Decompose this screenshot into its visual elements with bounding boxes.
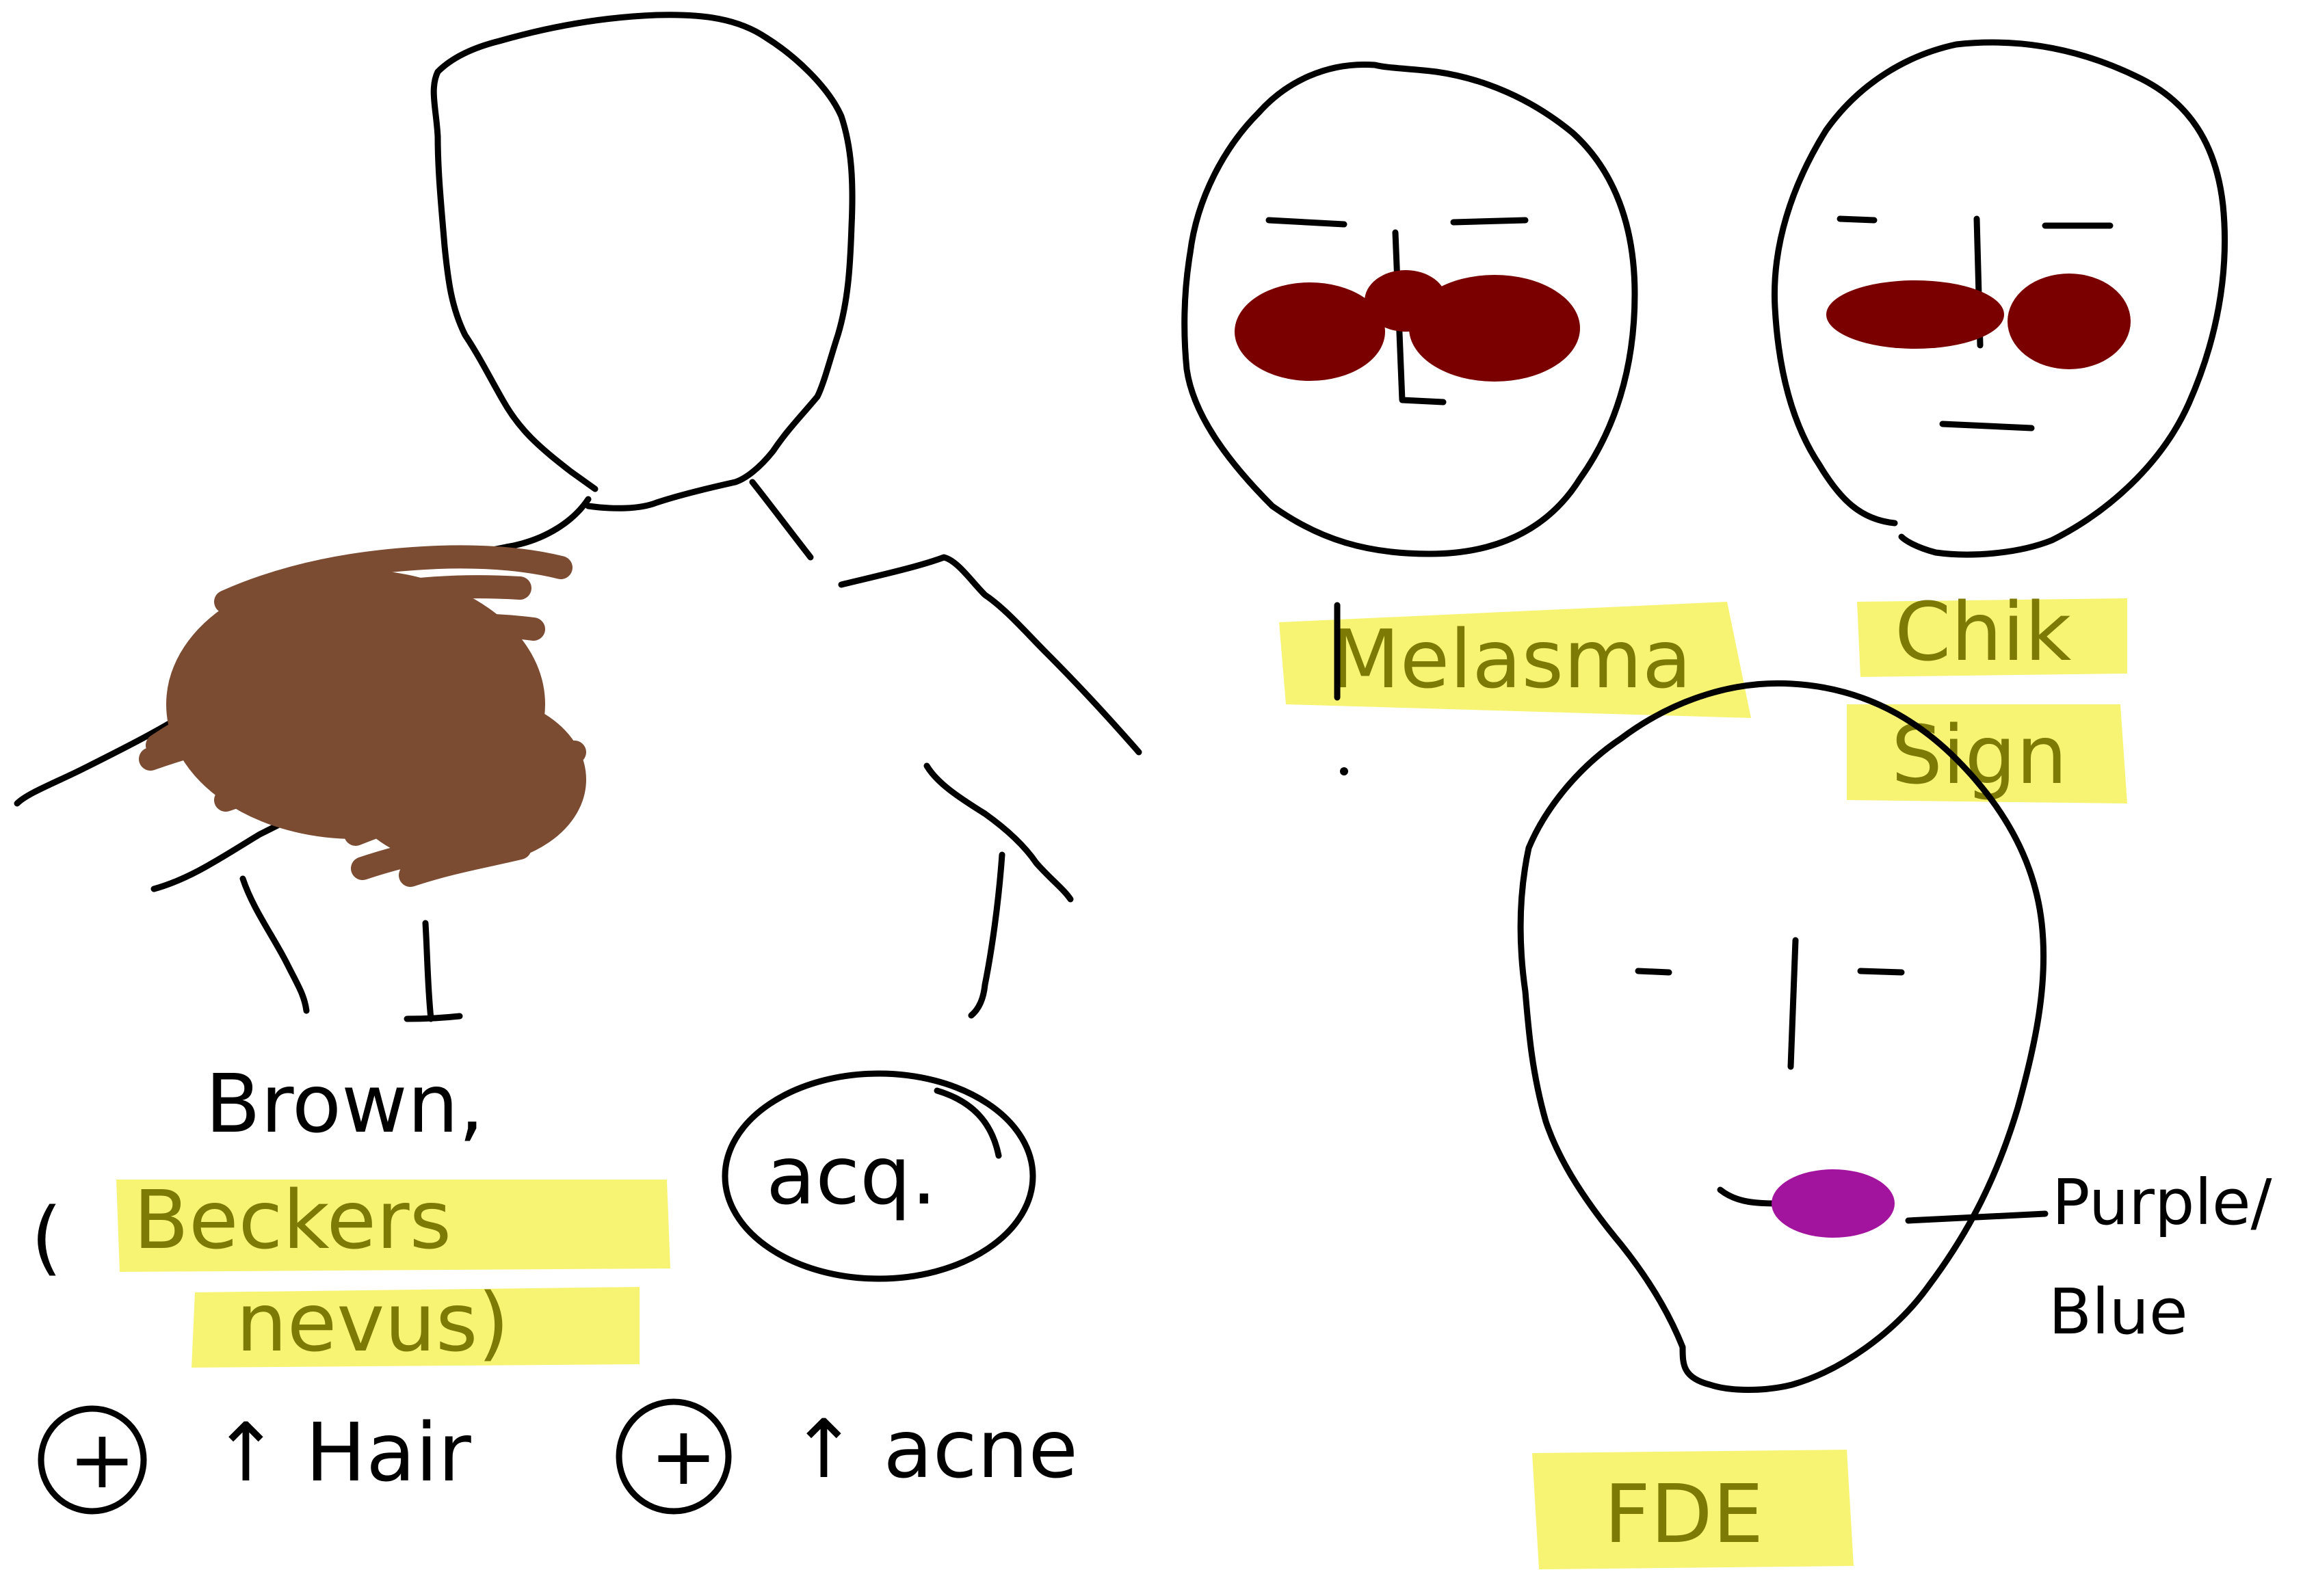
- melasma-face: Melasma: [1181, 61, 1751, 718]
- highlight-beckers: [116, 1180, 670, 1272]
- label-brown: Brown,: [205, 1056, 484, 1151]
- arrow-acq: [968, 851, 1005, 1019]
- highlight-melasma: [1279, 602, 1751, 718]
- chik-patches: [1826, 274, 2131, 369]
- chik-mouth: [1939, 421, 2035, 431]
- fde-face-outline: [1517, 680, 2047, 1393]
- chik-left-eye: [1837, 215, 1878, 224]
- label-purple: Purple/: [2052, 1166, 2272, 1239]
- melasma-right-cheek-patch: [1409, 275, 1580, 382]
- label-blue: Blue: [2049, 1275, 2188, 1348]
- beckers-nevus-patch: [139, 545, 586, 887]
- label-melasma: Melasma: [1330, 612, 1692, 706]
- neck-right: [749, 479, 814, 561]
- label-acq: acq.: [766, 1128, 937, 1223]
- label-fde: FDE: [1604, 1467, 1763, 1561]
- right-shoulder: [838, 554, 1142, 756]
- fde-left-eye: [1635, 968, 1672, 976]
- fde-lip-patch: [1772, 1169, 1895, 1238]
- melasma-left-cheek-patch: [1235, 282, 1385, 381]
- melasma-patches: [1235, 270, 1580, 382]
- label-plus-2: +: [650, 1409, 718, 1503]
- arrow-brown: [239, 875, 310, 1014]
- stray-dot: [1340, 767, 1348, 775]
- highlight-fde: [1532, 1450, 1854, 1569]
- plus-circle-1: [38, 1405, 147, 1515]
- chik-face-outline: [1771, 39, 2228, 558]
- arrow-beckers: [404, 920, 463, 1022]
- fde-nose: [1787, 937, 1799, 1070]
- melasma-face-outline: [1181, 61, 1638, 557]
- head-outline: [430, 12, 856, 511]
- label-open-paren: (: [31, 1190, 62, 1284]
- chik-right-cheek-patch: [2008, 274, 2131, 369]
- highlight-chik: [1857, 598, 2127, 677]
- fde-right-eye: [1857, 968, 1905, 976]
- label-plus-1: +: [68, 1412, 136, 1506]
- highlight-nevus: [192, 1287, 640, 1368]
- fde-pointer-line: [1905, 1210, 2049, 1224]
- label-hair: ↑ Hair: [212, 1405, 471, 1500]
- plus-circle-2: [616, 1398, 732, 1515]
- label-nevus: nevus): [236, 1275, 510, 1370]
- melasma-left-eye: [1265, 217, 1347, 228]
- label-acne: ↑ acne: [790, 1402, 1078, 1496]
- acq-circle: [722, 1070, 1036, 1282]
- melasma-right-eye: [1450, 217, 1529, 226]
- acq-circle-tail: [934, 1087, 1002, 1159]
- right-arm: [923, 762, 1074, 903]
- fde-face: Purple/ Blue FDE: [1517, 680, 2272, 1569]
- label-beckers: Beckers: [133, 1173, 451, 1267]
- chik-nose-patch: [1826, 280, 2004, 349]
- label-chik: Chik: [1895, 585, 2071, 679]
- melasma-nose-patch: [1365, 270, 1447, 332]
- left-figure: Brown, ( Beckers nevus) acq. + ↑ Hair + …: [14, 12, 1142, 1515]
